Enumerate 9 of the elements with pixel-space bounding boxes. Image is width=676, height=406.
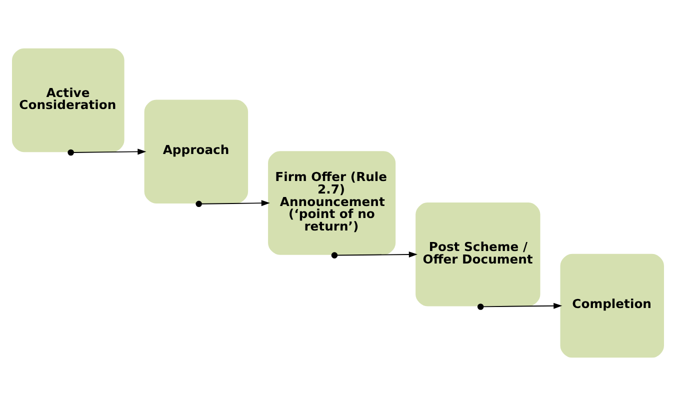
arrow [68, 148, 146, 156]
node-box: Approach [144, 100, 248, 204]
node-box: Completion [560, 254, 664, 358]
node-box: Active Consideration [12, 48, 124, 152]
arrow [331, 251, 418, 258]
node-box: Firm Offer (Rule 2.7) Announcement (‘point of no return’) [268, 151, 396, 255]
arrow [477, 302, 562, 310]
node-box: Post Scheme / Offer Document [416, 202, 540, 306]
arrow [196, 200, 270, 208]
